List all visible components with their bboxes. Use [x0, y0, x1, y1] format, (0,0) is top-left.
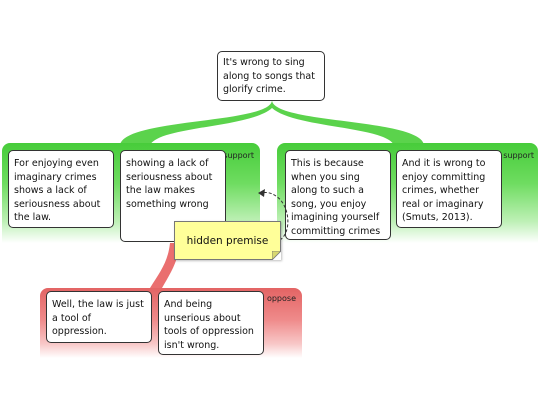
support-group-label: support: [223, 151, 254, 160]
support-group-label: support: [503, 151, 534, 160]
note-text: hidden premise: [186, 234, 269, 247]
hidden-premise-note[interactable]: hidden premise: [174, 221, 281, 260]
arrowhead-icon: [258, 189, 265, 197]
page-fold-icon: [272, 251, 281, 260]
reason-card[interactable]: showing a lack of seriousness about the …: [120, 150, 226, 242]
objection-connector: [150, 243, 180, 288]
objection-card[interactable]: And being unserious about tools of oppre…: [158, 291, 264, 355]
claim-to-left-support-connector: [120, 100, 272, 145]
reason-text: And it is wrong to enjoy committing crim…: [402, 158, 486, 224]
reason-card[interactable]: For enjoying even imaginary crimes shows…: [8, 150, 114, 228]
main-claim-text: It's wrong to sing along to songs that g…: [223, 57, 315, 96]
reason-text: For enjoying even imaginary crimes shows…: [14, 158, 101, 224]
reason-card[interactable]: This is because when you sing along to s…: [285, 150, 391, 240]
reason-text: showing a lack of seriousness about the …: [126, 158, 213, 210]
reason-card[interactable]: And it is wrong to enjoy committing crim…: [396, 150, 502, 228]
oppose-group-label: oppose: [266, 294, 296, 303]
claim-to-right-support-connector: [272, 100, 424, 145]
objection-text: Well, the law is just a tool of oppressi…: [52, 299, 144, 338]
objection-text: And being unserious about tools of oppre…: [164, 299, 254, 351]
main-claim-card[interactable]: It's wrong to sing along to songs that g…: [217, 51, 325, 101]
objection-card[interactable]: Well, the law is just a tool of oppressi…: [46, 291, 152, 343]
reason-text: This is because when you sing along to s…: [291, 158, 381, 237]
